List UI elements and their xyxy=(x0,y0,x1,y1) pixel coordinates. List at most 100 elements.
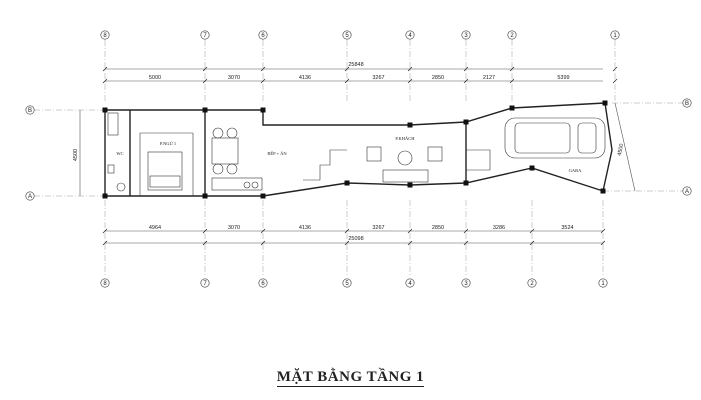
bottom-segment-dim-1: 3070 xyxy=(228,225,240,231)
top-segment-dim-5: 2127 xyxy=(483,75,495,81)
axis-bubble-5-top: 5 xyxy=(342,30,352,40)
column-6 xyxy=(602,100,608,106)
bottom-segment-dim-3: 3267 xyxy=(372,225,384,231)
svg-text:8: 8 xyxy=(103,281,107,287)
axis-bubble-1-bottom: 1 xyxy=(598,278,608,288)
column-8 xyxy=(202,193,208,199)
top-segment-dim-0: 5000 xyxy=(149,75,161,81)
column-2 xyxy=(260,107,266,113)
column-4 xyxy=(463,119,469,125)
right-height-dim: 4500 xyxy=(617,143,625,156)
axis-bubble-8-bottom: 8 xyxy=(100,278,110,288)
tick-bottom-2 xyxy=(260,240,266,246)
svg-text:6: 6 xyxy=(261,281,265,287)
tick-bottom-0 xyxy=(102,228,108,234)
left-height-dim: 4500 xyxy=(73,149,79,161)
axis-bubble-2-top: 2 xyxy=(507,30,517,40)
svg-text:8: 8 xyxy=(103,33,107,39)
tick-bottom-2 xyxy=(260,228,266,234)
axis-bubble-4-bottom: 4 xyxy=(405,278,415,288)
grid-bubbles: 8 8 7 7 6 6 5 5 4 4 3 3 2 2 1 1 xyxy=(100,30,620,288)
tick-top-2 xyxy=(260,66,266,72)
room-label-wc: WC xyxy=(116,151,123,156)
column-7 xyxy=(102,193,108,199)
axis-bubble-7-bottom: 7 xyxy=(200,278,210,288)
tick-top-6 xyxy=(509,78,515,84)
tick-bottom-0 xyxy=(102,240,108,246)
tick-bottom-5 xyxy=(463,240,469,246)
svg-text:7: 7 xyxy=(203,281,207,287)
tick-top-6 xyxy=(509,66,515,72)
axis-bubble-4-top: 4 xyxy=(405,30,415,40)
svg-text:1: 1 xyxy=(613,33,617,39)
drawing-title: MẶT BẰNG TẦNG 1 xyxy=(0,369,701,387)
column-10 xyxy=(344,180,350,186)
top-segment-dim-3: 3267 xyxy=(372,75,384,81)
tick-top-7 xyxy=(612,78,618,84)
column-14 xyxy=(600,188,606,194)
svg-text:3: 3 xyxy=(464,33,468,39)
structural-columns xyxy=(102,100,608,199)
axis-bubble-2-bottom: 2 xyxy=(527,278,537,288)
dimension-ticks xyxy=(102,66,618,246)
top-segment-labels: 5000 3070 4136 3267 2850 2127 5399 xyxy=(149,75,570,81)
column-1 xyxy=(202,107,208,113)
svg-text:B: B xyxy=(685,101,689,107)
furniture xyxy=(107,112,606,192)
bottom-segment-dim-5: 3286 xyxy=(493,225,505,231)
tick-top-4 xyxy=(407,66,413,72)
svg-text:3: 3 xyxy=(464,281,468,287)
tick-bottom-1 xyxy=(202,240,208,246)
tick-top-5 xyxy=(463,78,469,84)
axis-bubble-1-top: 1 xyxy=(610,30,620,40)
tick-top-2 xyxy=(260,78,266,84)
grid-lines xyxy=(104,40,616,276)
axis-bubble-B-right: B xyxy=(682,98,692,108)
tick-top-5 xyxy=(463,66,469,72)
axis-bubble-A-right: A xyxy=(682,186,692,196)
dimension-chains xyxy=(79,68,636,244)
axis-bubble-B-left: B xyxy=(25,105,35,115)
tick-bottom-4 xyxy=(407,240,413,246)
bottom-segment-dim-6: 3524 xyxy=(561,225,573,231)
column-12 xyxy=(463,180,469,186)
svg-text:4: 4 xyxy=(408,33,412,39)
tick-bottom-5 xyxy=(463,228,469,234)
bottom-segment-dim-4: 2850 xyxy=(432,225,444,231)
drawing-title-text: MẶT BẰNG TẦNG 1 xyxy=(276,369,425,387)
tick-top-4 xyxy=(407,78,413,84)
tick-bottom-7 xyxy=(600,240,606,246)
svg-text:B: B xyxy=(28,108,32,114)
top-segment-dim-6: 5399 xyxy=(557,75,569,81)
svg-text:5: 5 xyxy=(345,281,349,287)
svg-text:2: 2 xyxy=(510,33,514,39)
tick-bottom-1 xyxy=(202,228,208,234)
column-3 xyxy=(407,122,413,128)
tick-top-1 xyxy=(202,66,208,72)
room-label-kitchen: BẾP + ĂN xyxy=(267,151,287,156)
column-0 xyxy=(102,107,108,113)
column-9 xyxy=(260,193,266,199)
top-segment-dim-4: 2850 xyxy=(432,75,444,81)
top-segment-dim-1: 3070 xyxy=(228,75,240,81)
svg-text:6: 6 xyxy=(261,33,265,39)
tick-top-0 xyxy=(102,66,108,72)
top-segment-dim-2: 4136 xyxy=(299,75,311,81)
svg-text:7: 7 xyxy=(203,33,207,39)
tick-bottom-6 xyxy=(529,240,535,246)
tick-bottom-4 xyxy=(407,228,413,234)
room-label-bedroom: P.NGỦ 1 xyxy=(160,141,176,146)
column-11 xyxy=(407,182,413,188)
tick-bottom-7 xyxy=(600,228,606,234)
tick-bottom-3 xyxy=(344,228,350,234)
axis-bubble-6-top: 6 xyxy=(258,30,268,40)
svg-text:1: 1 xyxy=(601,281,605,287)
axis-bubble-8-top: 8 xyxy=(100,30,110,40)
building-walls xyxy=(104,102,613,197)
svg-text:A: A xyxy=(28,194,32,200)
bottom-total-dim: 25098 xyxy=(348,236,363,242)
tick-top-3 xyxy=(344,66,350,72)
svg-text:A: A xyxy=(685,189,689,195)
